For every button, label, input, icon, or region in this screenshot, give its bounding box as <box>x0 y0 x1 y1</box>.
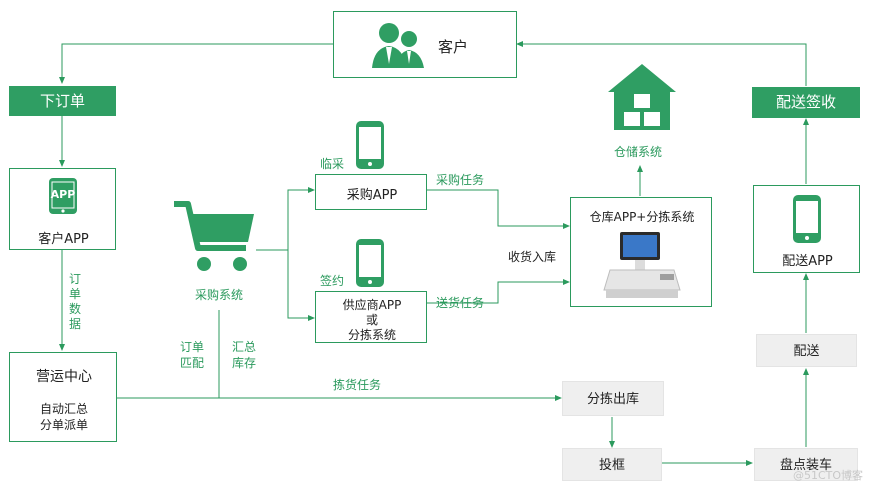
order-data-char: 订 <box>68 272 81 286</box>
supplier-app-box: 供应商APP 或 分拣系统 <box>315 291 427 343</box>
warehouse-system-label: 仓储系统 <box>614 145 663 159</box>
shopping-cart-icon <box>174 201 254 271</box>
app-badge: APP <box>50 188 76 201</box>
supplier-app-line1: 供应商APP <box>342 298 402 312</box>
warehouse-app-box: 仓库APP+分拣系统 <box>570 197 712 307</box>
load-truck-box: 盘点装车 <box>754 448 858 481</box>
watermark-label: @51CTO博客 <box>793 469 864 482</box>
basket-box: 投框 <box>562 448 662 481</box>
delivery-box: 配送 <box>756 334 857 367</box>
order-match-line2: 匹配 <box>180 356 205 370</box>
delivery-task-label: 送货任务 <box>436 296 485 310</box>
supplier-app-line2: 或 <box>365 313 378 327</box>
order-match-line1: 订单 <box>180 340 205 354</box>
sort-out-box: 分拣出库 <box>562 381 664 416</box>
app-phone-icon: APP <box>43 176 83 216</box>
summary-stock-line1: 汇总 <box>232 340 257 354</box>
order-data-label: 订 单 数 据 <box>68 272 82 332</box>
delivery-app-label: 配送APP <box>782 254 833 269</box>
warehouse-app-label: 仓库APP+分拣系统 <box>589 210 695 224</box>
purchase-app-label: 采购APP <box>346 188 398 203</box>
summary-stock-label: 汇总 库存 <box>232 339 256 371</box>
phone-icon-purchase <box>356 121 384 169</box>
customer-label: 客户 <box>438 38 469 56</box>
supplier-app-line3: 分拣系统 <box>347 328 396 342</box>
receive-in-label: 收货入库 <box>508 250 557 264</box>
summary-stock-line2: 库存 <box>232 356 257 370</box>
line-sign-to-customer <box>516 41 807 86</box>
phone-icon-supplier <box>356 239 384 287</box>
temp-purchase-label: 临采 <box>320 157 345 171</box>
order-data-char: 数 <box>68 302 81 316</box>
purchase-system-label: 采购系统 <box>195 288 244 302</box>
line-customer-to-order <box>59 43 333 84</box>
delivery-sign-band: 配送签收 <box>752 87 860 118</box>
ops-center-box: 营运中心 自动汇总 分单派单 <box>9 352 117 442</box>
purchase-app-box: 采购APP <box>315 174 427 210</box>
customer-group-icon <box>372 23 424 68</box>
order-match-label: 订单 匹配 <box>180 339 204 371</box>
ops-center-line2: 分单派单 <box>39 418 88 432</box>
warehouse-icon <box>608 64 676 130</box>
ops-center-title: 营运中心 <box>36 369 92 385</box>
line-cart-to-supplier <box>287 250 315 321</box>
order-data-char: 单 <box>68 287 81 301</box>
customer-box: 客户 <box>333 11 517 78</box>
line-cart-to-purchaseapp <box>256 187 315 251</box>
client-app-label: 客户APP <box>38 232 89 247</box>
pick-task-label: 拣货任务 <box>333 378 382 392</box>
delivery-app-box: 配送APP <box>753 185 860 273</box>
contract-label: 签约 <box>320 274 345 288</box>
phone-icon-delivery <box>793 195 821 243</box>
order-data-char: 据 <box>68 317 81 331</box>
order-band: 下订单 <box>9 86 116 116</box>
line-purchase-to-warehouse <box>427 189 570 229</box>
ops-center-line1: 自动汇总 <box>39 402 88 416</box>
purchase-task-label: 采购任务 <box>436 173 485 187</box>
client-app-box: APP 客户APP <box>9 168 116 250</box>
line-supplier-to-warehouse <box>427 279 570 304</box>
pos-terminal-icon <box>603 232 681 298</box>
